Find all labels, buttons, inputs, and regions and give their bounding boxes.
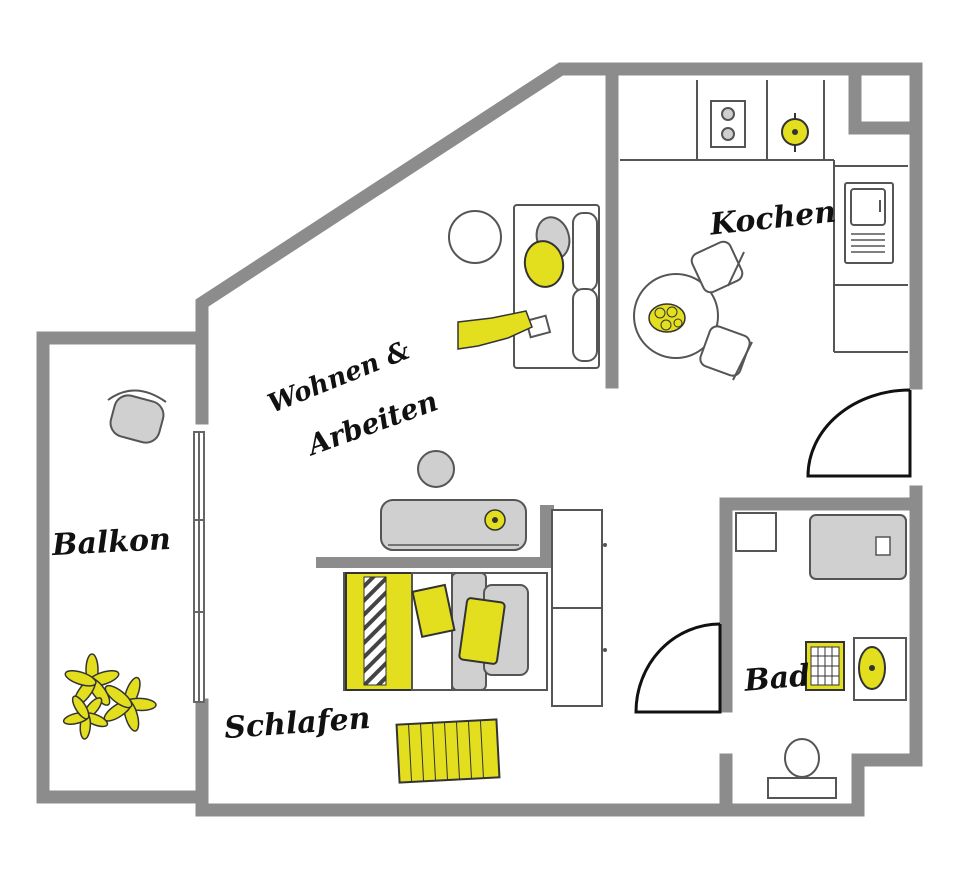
washbasin — [853, 637, 907, 701]
bathtub — [809, 514, 907, 580]
stool — [417, 450, 455, 488]
plant-icon — [62, 653, 157, 740]
room-label-kochen: Kochen — [707, 195, 837, 243]
desk — [380, 499, 527, 551]
dining-table — [633, 273, 719, 359]
doors — [634, 388, 912, 714]
room-label-balkon: Balkon — [50, 522, 171, 563]
balcony-chair — [107, 389, 167, 444]
shower-tray — [805, 641, 845, 691]
toilet — [767, 738, 837, 799]
bath-shelf — [735, 512, 777, 552]
room-label-bad: Bad — [742, 658, 812, 699]
kitchen-chair — [690, 240, 745, 294]
bedroom-partition — [316, 505, 607, 707]
walls — [36, 62, 923, 817]
rug — [395, 718, 501, 784]
kitchen-counter — [620, 80, 908, 353]
blanket-icon — [457, 310, 533, 350]
kitchen-chair — [699, 325, 753, 381]
sink-icon — [844, 182, 894, 264]
room-label-schlafen: Schlafen — [223, 701, 371, 746]
stove-icon — [710, 100, 746, 148]
side-table — [448, 210, 502, 264]
bed — [343, 572, 548, 691]
sofa — [513, 204, 600, 369]
balcony-window — [193, 431, 205, 703]
kettle-icon — [781, 113, 809, 152]
